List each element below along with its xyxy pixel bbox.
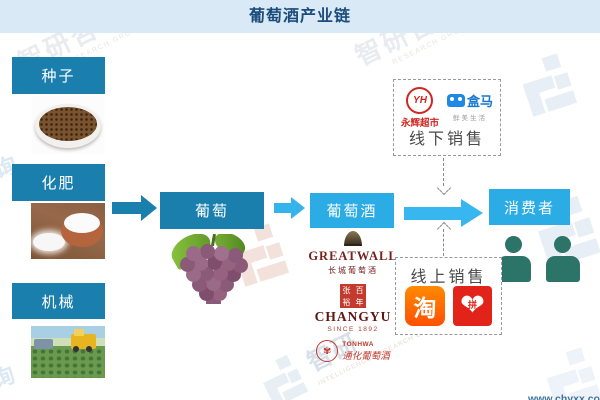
input-box-machinery: 机械: [12, 283, 105, 319]
watermark-partial-glyph: 询: [0, 361, 19, 393]
online-sales-title: 线上销售: [410, 269, 487, 286]
dashed-connector-online: [443, 229, 444, 256]
seed-pile-shape: [39, 107, 97, 141]
offline-sales-box: YH 永辉超市 盒马 鲜美生活 线下销售: [393, 79, 501, 156]
yonghui-logo: YH 永辉超市: [401, 87, 439, 129]
greatwall-name: GREATWALL: [308, 249, 398, 263]
dashed-connector-offline: [443, 158, 444, 186]
chain-label-consumer: 消费者: [503, 199, 555, 217]
wine-brands-column: GREATWALL 长城葡萄酒 张 百 裕 年 CHANGYU SINCE 18…: [298, 231, 408, 362]
seeds-photo: [31, 96, 105, 154]
hema-slogan: 鲜美生活: [453, 115, 487, 122]
chain-box-consumer: 消费者: [489, 189, 570, 225]
offline-logos-row: YH 永辉超市 盒马 鲜美生活: [394, 87, 500, 129]
chain-box-wine: 葡萄酒: [310, 193, 394, 228]
online-logos-row: 淘 ❤ 拼: [396, 286, 501, 326]
changyu-since: SINCE 1892: [327, 326, 379, 333]
changyu-seal-char: 裕: [342, 297, 351, 307]
tractor-shape: [34, 339, 53, 349]
watermark-logo-mark: [517, 52, 578, 117]
changyu-name: CHANGYU: [314, 309, 392, 324]
machinery-photo: [31, 326, 105, 378]
hema-logo: 盒马 鲜美生活: [447, 91, 493, 122]
tractor-shape: [71, 329, 96, 352]
person-icon: [496, 236, 531, 284]
chain-label-wine: 葡萄酒: [326, 203, 378, 220]
input-label-seeds: 种子: [41, 68, 76, 85]
title-bar: 葡萄酒产业链: [0, 0, 600, 33]
tonhwa-subtitle: 通化葡萄酒: [342, 351, 390, 362]
input-label-fertilizer: 化肥: [41, 175, 76, 192]
taobao-logo: 淘: [405, 286, 445, 326]
online-sales-box: 线上销售 淘 ❤ 拼: [395, 257, 502, 335]
greatwall-dome-icon: [344, 231, 362, 246]
field-bushes-shape: [31, 348, 105, 378]
dashed-arrowhead-up: [436, 221, 452, 237]
chain-label-grape: 葡萄: [194, 203, 229, 220]
chain-box-grape: 葡萄: [160, 192, 264, 229]
pinduoduo-heart-icon: ❤: [459, 289, 486, 322]
changyu-seal-char: 张: [342, 285, 351, 295]
person-icon: [545, 236, 580, 284]
grapes-photo: [168, 234, 260, 304]
tonhwa-logo-row: ✾ TONHWA 通化葡萄酒: [298, 340, 408, 362]
grape-leaf-shape: [211, 234, 249, 260]
hema-name: 盒马: [467, 94, 494, 109]
tonhwa-seal-icon: ✾: [316, 340, 339, 362]
grape-bunch-shape: [186, 246, 201, 261]
page-title: 葡萄酒产业链: [248, 8, 351, 25]
fertilizer-heap-shape: [33, 233, 65, 251]
watermark-url: www.chyxx.com: [528, 393, 600, 400]
tonhwa-name: TONHWA: [342, 340, 375, 348]
changyu-seal-char: 年: [355, 297, 364, 307]
dashed-arrowhead-down: [436, 180, 452, 196]
offline-sales-title: 线下销售: [408, 131, 485, 148]
fertilizer-powder-shape: [64, 213, 100, 233]
changyu-seal-char: 百: [355, 285, 364, 295]
yonghui-yh-icon: YH: [406, 87, 434, 114]
consumers-icon-group: [496, 236, 580, 284]
input-label-machinery: 机械: [41, 293, 76, 311]
greatwall-subtitle: 长城葡萄酒: [328, 266, 378, 275]
pinduoduo-logo: ❤ 拼: [453, 286, 492, 326]
fertilizer-photo: [31, 203, 105, 259]
changyu-seal-icon: 张 百 裕 年: [340, 284, 366, 308]
input-box-seeds: 种子: [12, 57, 105, 94]
hema-hippo-icon: [447, 94, 465, 107]
yonghui-name: 永辉超市: [400, 118, 439, 129]
watermark-logo-mark: [541, 346, 600, 400]
pinduoduo-character: 拼: [467, 300, 477, 310]
taobao-character: 淘: [413, 295, 437, 321]
input-box-fertilizer: 化肥: [12, 164, 105, 201]
